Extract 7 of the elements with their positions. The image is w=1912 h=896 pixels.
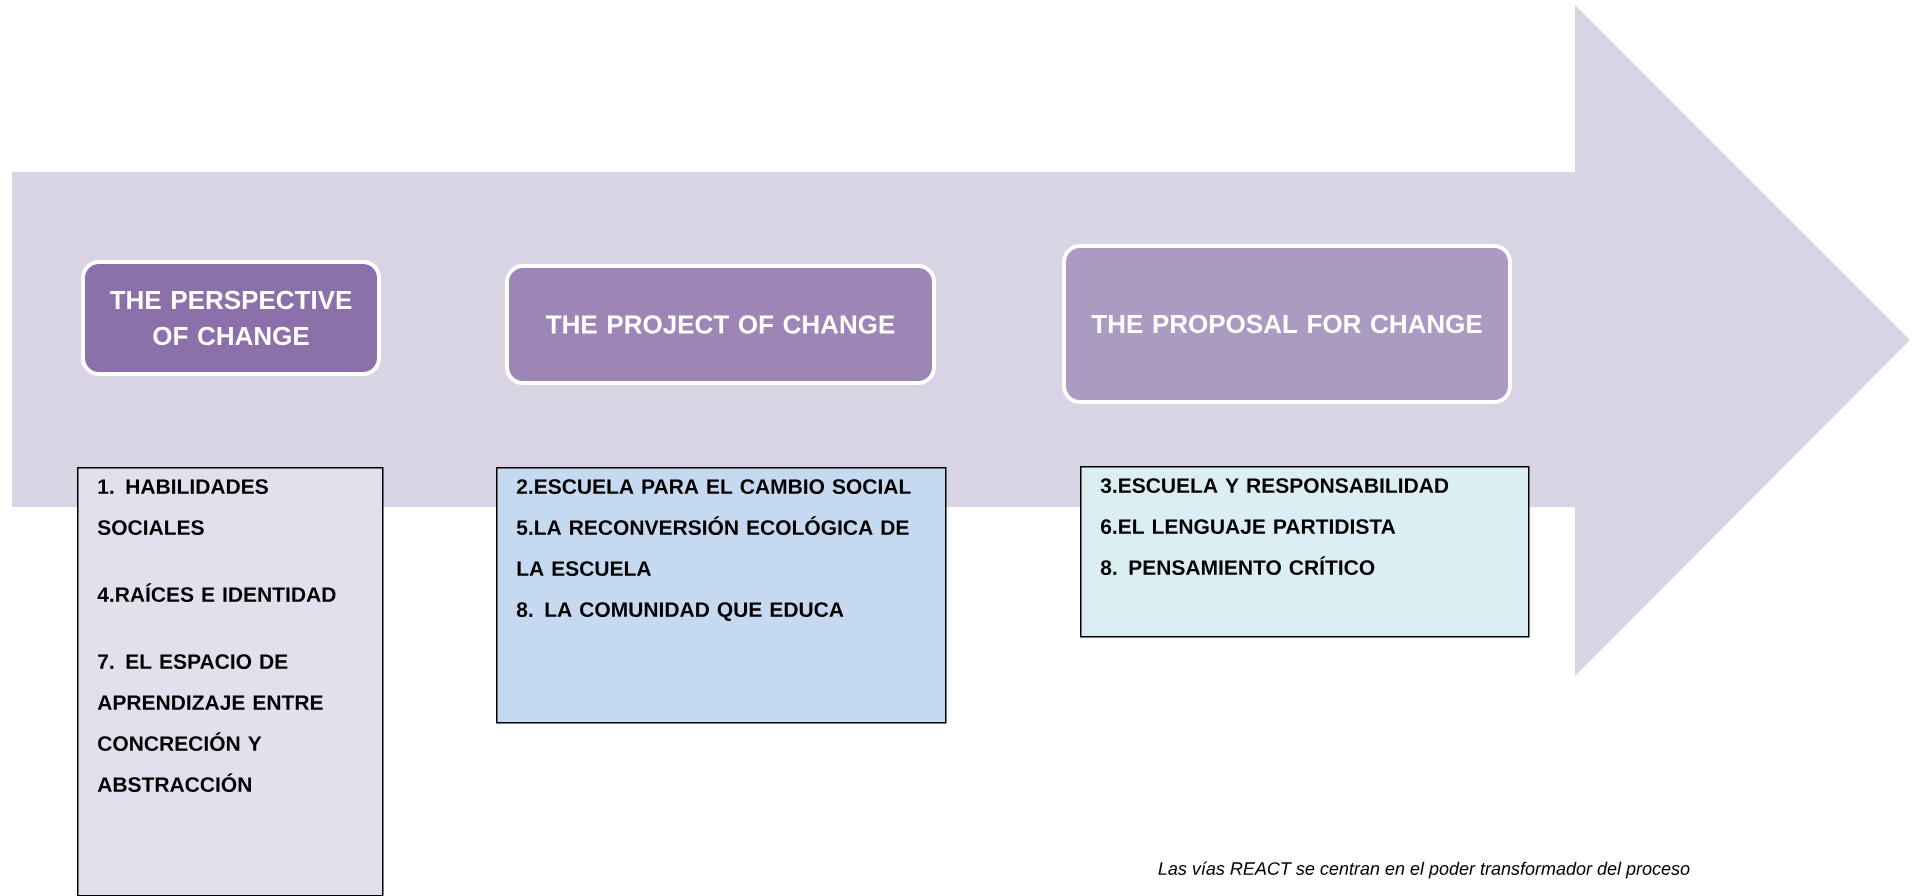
topic-box: 2.ESCUELA PARA EL CAMBIO SOCIAL 5.LA RECONVERSIÓN ECOLÓGICA DE LA ESCUELA 8. LA COMUNIDAD QUE EDUCA bbox=[496, 467, 947, 724]
stage-box: THE PROPOSAL FOR CHANGE bbox=[1062, 244, 1512, 404]
caption: Las vías REACT se centran en el poder transformador del proceso bbox=[1158, 861, 1690, 879]
stage-box: THE PERSPECTIVE OF CHANGE bbox=[81, 260, 381, 376]
topic-box: 3.ESCUELA Y RESPONSABILIDAD 6.EL LENGUAJE PARTIDISTA 8. PENSAMIENTO CRÍTICO bbox=[1080, 466, 1530, 638]
stage-box: THE PROJECT OF CHANGE bbox=[505, 264, 936, 385]
topic-box: 1. HABILIDADES SOCIALES 4.RAÍCES E IDENTIDAD 7. EL ESPACIO DE APRENDIZAJE ENTRE CONCRECIÓN Y ABSTRACCIÓN bbox=[77, 467, 384, 896]
